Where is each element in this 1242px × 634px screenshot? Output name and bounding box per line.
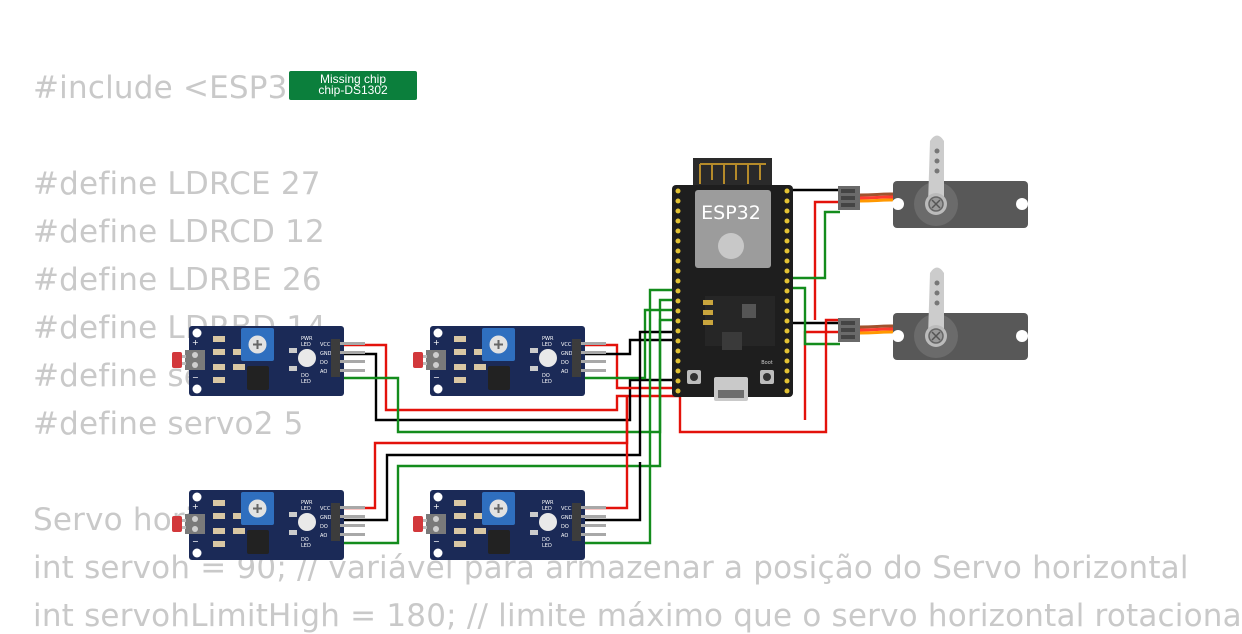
esp32-board[interactable]: ESP32 Boot: [672, 158, 793, 401]
servo-motor-2[interactable]: [836, 266, 1030, 362]
ldr-module-1[interactable]: [171, 325, 366, 397]
boot-label: Boot: [761, 360, 773, 366]
esp32-label: ESP32: [701, 202, 761, 224]
missing-chip-line2: chip-DS1302: [318, 83, 388, 97]
wires: [343, 188, 840, 545]
code-line-2: #define LDRCE 27: [33, 166, 321, 202]
missing-chip-line1: Missing chip: [319, 72, 387, 86]
circuit-canvas[interactable]: + − PWR LED: [0, 0, 1200, 630]
code-line-4: #define LDRBE 26: [33, 262, 322, 298]
code-line-1: #include <ESP32S: [33, 70, 328, 106]
ldr-module-3[interactable]: [171, 489, 366, 561]
code-line-7: #define servo2 5: [33, 406, 304, 442]
code-line-10: int servohLimitHigh = 180; // limite máx…: [33, 598, 1242, 634]
ldr-module-2[interactable]: [412, 325, 607, 397]
code-line-3: #define LDRCD 12: [33, 214, 325, 250]
missing-chip-badge: Missing chip chip-DS1302: [289, 71, 417, 100]
servo-motor-1[interactable]: [836, 134, 1030, 230]
ldr-module-4[interactable]: [412, 489, 607, 561]
